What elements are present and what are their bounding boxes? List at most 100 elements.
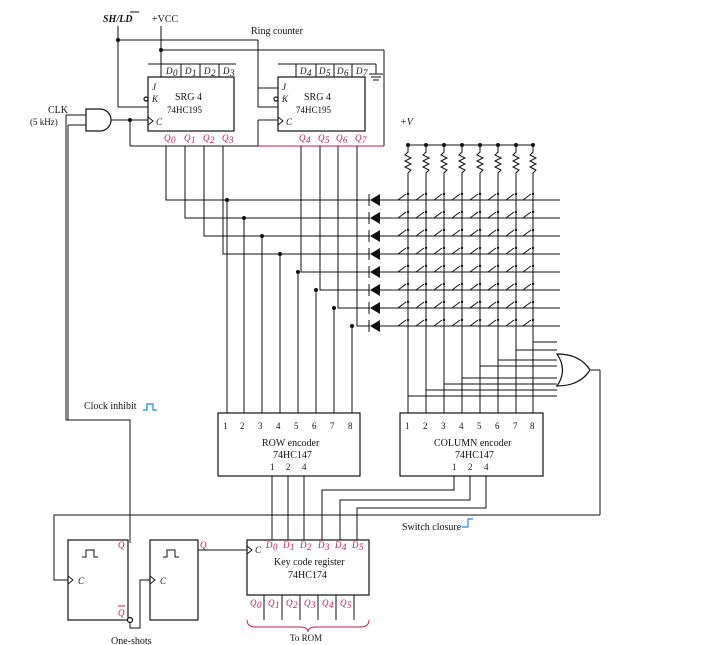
svg-text:D: D (265, 540, 273, 550)
key-switch (415, 211, 425, 219)
key-code-register-part: 74HC174 (288, 570, 327, 581)
pull-up-resistor (421, 145, 431, 176)
row-encoder-name: ROW encoder (262, 438, 320, 449)
svg-text:2: 2 (240, 421, 245, 431)
pull-up-resistor (511, 145, 521, 176)
svg-text:2: 2 (468, 462, 473, 472)
svg-text:Q: Q (286, 598, 293, 608)
svg-text:5: 5 (326, 68, 331, 78)
switch-closure-label: Switch closure (402, 522, 462, 533)
svg-text:Q: Q (318, 133, 325, 143)
key-switch (469, 211, 479, 219)
svg-text:2: 2 (293, 600, 298, 610)
svg-text:3: 3 (441, 421, 446, 431)
svg-text:2: 2 (423, 421, 428, 431)
key-switch (505, 229, 515, 237)
svg-text:4: 4 (302, 462, 307, 472)
svg-text:Q: Q (200, 540, 207, 550)
svg-text:C: C (78, 576, 85, 586)
svg-text:0: 0 (171, 135, 176, 145)
svg-text:Q: Q (164, 133, 171, 143)
key-switch (469, 265, 479, 273)
key-switch (522, 265, 532, 273)
pull-up-resistor (475, 145, 485, 176)
key-switch (505, 211, 515, 219)
svg-text:3: 3 (310, 600, 316, 610)
svg-text:0: 0 (273, 542, 278, 552)
key-switch (433, 283, 443, 291)
key-switch (415, 229, 425, 237)
svg-text:3: 3 (229, 68, 235, 78)
svg-text:1: 1 (270, 462, 275, 472)
svg-text:Q: Q (336, 133, 343, 143)
key-switch (415, 247, 425, 255)
key-switch (397, 301, 407, 309)
key-switch (433, 193, 443, 201)
key-switch (397, 229, 407, 237)
key-switch (397, 319, 407, 327)
srg2-part: 74HC195 (296, 105, 332, 115)
key-switch (469, 193, 479, 201)
svg-text:K: K (281, 94, 289, 104)
svg-text:Q: Q (118, 540, 125, 550)
vcc-label: +VCC (152, 14, 179, 25)
key-switch (505, 265, 515, 273)
ring-counter-label: Ring counter (251, 26, 304, 37)
key-switch (397, 283, 407, 291)
svg-text:4: 4 (307, 68, 312, 78)
key-switch (451, 265, 461, 273)
svg-text:J: J (152, 82, 157, 92)
to-rom-label: To ROM (290, 633, 322, 643)
svg-text:D: D (165, 66, 173, 76)
svg-text:2: 2 (211, 68, 216, 78)
svg-text:D: D (222, 66, 230, 76)
svg-text:K: K (151, 94, 159, 104)
key-switch (505, 193, 515, 201)
key-switch (397, 211, 407, 219)
svg-text:D: D (184, 66, 192, 76)
key-switch (415, 301, 425, 309)
pull-up-resistor (457, 145, 467, 176)
srg1-part: 74HC195 (167, 105, 203, 115)
key-switch (451, 211, 461, 219)
key-switch (469, 247, 479, 255)
rising-edge-icon (462, 518, 473, 528)
key-switch (469, 283, 479, 291)
key-code-register-name: Key code register (274, 557, 345, 568)
key-switch (433, 229, 443, 237)
pull-up-resistor (493, 145, 503, 176)
svg-text:7: 7 (330, 421, 335, 431)
svg-text:C: C (156, 117, 163, 127)
pulse-icon (143, 403, 157, 411)
key-switch (505, 301, 515, 309)
key-matrix (380, 143, 560, 327)
or-gate (555, 353, 591, 387)
svg-text:6: 6 (344, 68, 349, 78)
key-switch (397, 193, 407, 201)
svg-text:Q: Q (184, 133, 191, 143)
key-switch (505, 247, 515, 255)
svg-text:5: 5 (359, 542, 364, 552)
plus-v-label: +V (400, 117, 415, 128)
svg-text:6: 6 (343, 135, 348, 145)
pull-up-resistor (403, 145, 413, 176)
pull-up-resistor (439, 145, 449, 176)
svg-text:6: 6 (495, 421, 500, 431)
svg-text:3: 3 (228, 135, 234, 145)
svg-text:5: 5 (347, 600, 352, 610)
srg2-name: SRG 4 (304, 92, 331, 103)
svg-text:Q: Q (299, 133, 306, 143)
column-encoder-part: 74HC147 (455, 450, 494, 461)
svg-text:Q: Q (118, 608, 125, 618)
svg-text:D: D (203, 66, 211, 76)
svg-text:4: 4 (306, 135, 311, 145)
svg-text:2: 2 (307, 542, 312, 552)
svg-text:D: D (318, 66, 326, 76)
svg-text:D: D (334, 540, 342, 550)
svg-text:0: 0 (257, 600, 262, 610)
key-switch (415, 265, 425, 273)
svg-text:D: D (299, 66, 307, 76)
svg-text:5: 5 (294, 421, 299, 431)
key-switch (433, 319, 443, 327)
